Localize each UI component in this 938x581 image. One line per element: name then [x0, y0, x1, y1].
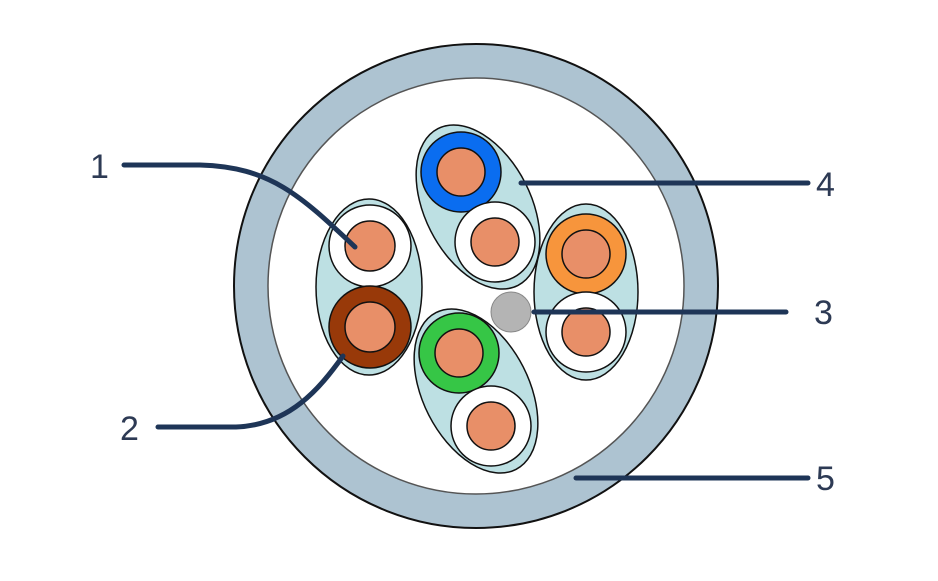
callout-label-5: 5	[816, 460, 835, 498]
callout-label-1: 1	[90, 148, 109, 186]
twisted-pair-green	[413, 308, 539, 474]
center-filler	[490, 291, 532, 333]
wire-white-brown	[328, 204, 412, 288]
wire-orange	[545, 213, 627, 295]
wire-green	[418, 312, 500, 394]
twisted-pair-brown	[315, 198, 423, 376]
wire-white-green	[450, 385, 532, 467]
callout-label-2: 2	[120, 410, 139, 448]
leader-line-2	[155, 353, 346, 430]
wire-blue	[420, 131, 502, 213]
callout-label-3: 3	[814, 294, 833, 332]
leader-line-1	[121, 162, 358, 250]
callout-label-4: 4	[816, 166, 835, 204]
twisted-pair-blue	[415, 124, 541, 290]
wire-white-blue	[454, 201, 536, 283]
wire-brown	[328, 285, 412, 369]
twisted-pair-orange	[533, 203, 639, 381]
wire-white-orange	[545, 291, 627, 373]
